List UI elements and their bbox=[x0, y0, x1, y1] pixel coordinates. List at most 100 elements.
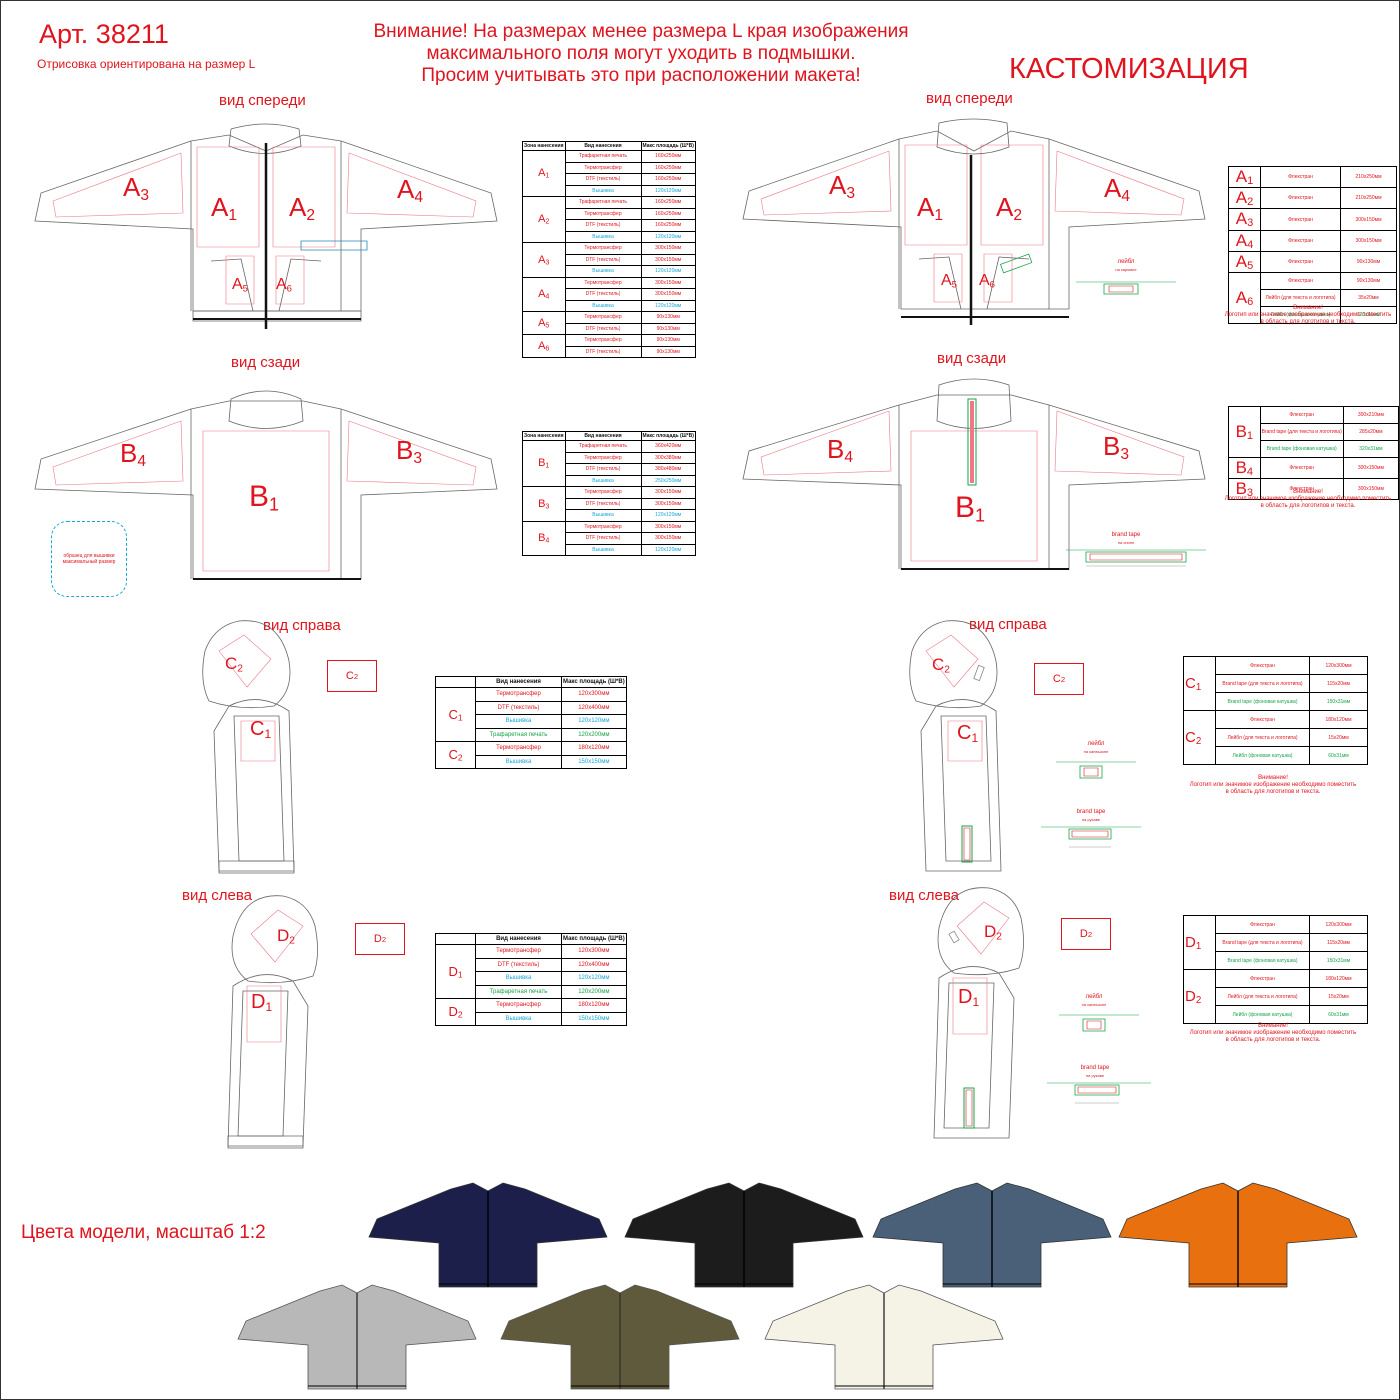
area-cell: 120x120мм bbox=[640, 543, 696, 556]
method-cell: Трафаретная печать bbox=[475, 984, 562, 999]
tag-place: на кармане bbox=[1115, 267, 1137, 272]
warning-line: Внимание! bbox=[1258, 1023, 1288, 1029]
method-cell: Лейбл (фоновая катушка) bbox=[1215, 1005, 1310, 1024]
area-cell: 90x130мм bbox=[640, 334, 696, 347]
method-cell: Вышивка bbox=[564, 543, 642, 556]
method-cell: Brand tape (фоновая катушка) bbox=[1215, 692, 1310, 711]
custom-back-garment-drawing bbox=[739, 381, 1209, 581]
area-cell: 90x130мм bbox=[640, 322, 696, 335]
area-cell: 160x250мм bbox=[640, 207, 696, 220]
method-cell: DTF (текстиль) bbox=[475, 700, 562, 715]
custom-zone-c2-label: C2 bbox=[932, 655, 950, 676]
area-cell: 120x120мм bbox=[561, 971, 627, 986]
area-cell: 120x120мм bbox=[640, 230, 696, 243]
area-cell: 120x200мм bbox=[561, 727, 627, 742]
area-cell: 90x130мм bbox=[1340, 272, 1397, 291]
warning-line: Внимание! bbox=[1293, 305, 1323, 311]
custom-front-garment-drawing bbox=[739, 119, 1209, 329]
area-cell: 120x120мм bbox=[640, 299, 696, 312]
method-cell: DTF (текстиль) bbox=[564, 219, 642, 232]
color-swatch-jacket bbox=[1118, 1182, 1358, 1288]
area-cell: 120x300мм bbox=[561, 687, 627, 702]
zone-cell: D1 bbox=[435, 944, 476, 999]
zone-cell: A4 bbox=[522, 276, 566, 312]
brand-tape-tag-left: brand tape на рукаве bbox=[1070, 1065, 1120, 1079]
area-cell: 300x150мм bbox=[640, 288, 696, 301]
view-back-title-custom: вид сзади bbox=[937, 350, 1007, 367]
left-garment-drawing bbox=[203, 896, 323, 1151]
size-warning: Внимание! На размерах менее размера L кр… bbox=[341, 21, 941, 87]
tag-place: на рукаве bbox=[1085, 1073, 1105, 1078]
method-cell: Флекстран bbox=[1215, 969, 1310, 988]
area-cell: 120x300мм bbox=[561, 944, 627, 959]
warning-line: Логотип или значимое изображение необход… bbox=[1224, 312, 1392, 318]
zone-cell: D2 bbox=[1183, 969, 1216, 1024]
area-cell: 250x250мм bbox=[640, 474, 696, 487]
label-tag-front: лейбл на кармане bbox=[1101, 259, 1151, 273]
warning-line: Логотип или значимое изображение необход… bbox=[1189, 1030, 1357, 1036]
tag-place: на капюшоне bbox=[1081, 1002, 1107, 1007]
area-cell: 210x250мм bbox=[1340, 165, 1397, 189]
method-cell: Термотрансфер bbox=[564, 486, 642, 499]
custom-warning-back: Внимание! Логотип или значимое изображен… bbox=[1213, 489, 1399, 510]
tag-title: brand tape bbox=[1111, 532, 1141, 538]
view-front-title: вид спереди bbox=[219, 92, 306, 109]
method-cell: Флекстран bbox=[1260, 208, 1341, 231]
area-cell: 285x20мм bbox=[1342, 423, 1399, 441]
method-cell: Флекстран bbox=[1259, 456, 1344, 480]
table-header-cell: Макс площадь (Ш*В) bbox=[561, 676, 627, 688]
zone-cell: D2 bbox=[435, 998, 476, 1026]
table-row: Brand tape (для текста и логотипа)115x20… bbox=[1184, 933, 1368, 952]
area-cell: 120x400мм bbox=[561, 957, 627, 972]
method-cell: Термотрансфер bbox=[475, 687, 562, 702]
table-row: DTF (текстиль)380x480мм bbox=[523, 463, 696, 476]
custom-zone-a3-label: A3 bbox=[829, 170, 856, 202]
method-cell: Brand tape (фоновая катушка) bbox=[1215, 951, 1310, 970]
color-swatch-jacket bbox=[872, 1182, 1112, 1288]
method-cell: Термотрансфер bbox=[564, 161, 642, 174]
area-cell: 150x150мм bbox=[561, 754, 627, 769]
custom-zone-a5-label: A5 bbox=[941, 272, 958, 291]
zone-cell: D1 bbox=[1183, 915, 1216, 970]
method-cell: Термотрансфер bbox=[475, 741, 562, 756]
area-cell: 90x130мм bbox=[640, 345, 696, 358]
zone-cell: A5 bbox=[522, 311, 566, 335]
custom-zone-b4-label: B4 bbox=[827, 434, 854, 466]
method-cell: Флекстран bbox=[1215, 710, 1310, 729]
table-row: DTF (текстиль)300x150мм bbox=[523, 532, 696, 545]
custom-zone-d1-label: D1 bbox=[958, 986, 980, 1009]
area-cell: 300x150мм bbox=[640, 497, 696, 510]
table-row: Brand tape (для текста и логотипа)285x20… bbox=[1229, 423, 1399, 441]
area-cell: 60x31мм bbox=[1309, 746, 1368, 765]
area-cell: 180x120мм bbox=[561, 741, 627, 756]
table-header-cell: Макс площадь (Ш*В) bbox=[640, 431, 696, 441]
area-cell: 360x420мм bbox=[640, 440, 696, 453]
table-header-cell: Макс площадь (Ш*В) bbox=[640, 141, 696, 151]
area-cell: 15x20мм bbox=[1309, 728, 1368, 747]
table-row: Лейбл (фоновая катушка)60x31мм bbox=[1184, 746, 1368, 765]
area-cell: 160x250мм bbox=[640, 150, 696, 163]
method-cell: Трафаретная печать bbox=[564, 196, 642, 209]
area-cell: 180x120мм bbox=[1309, 969, 1368, 988]
custom-zone-b1-label: B1 bbox=[955, 491, 986, 526]
brand-tape-left-drawing bbox=[1047, 1079, 1151, 1109]
label-tag-left-drawing bbox=[1059, 1011, 1139, 1033]
